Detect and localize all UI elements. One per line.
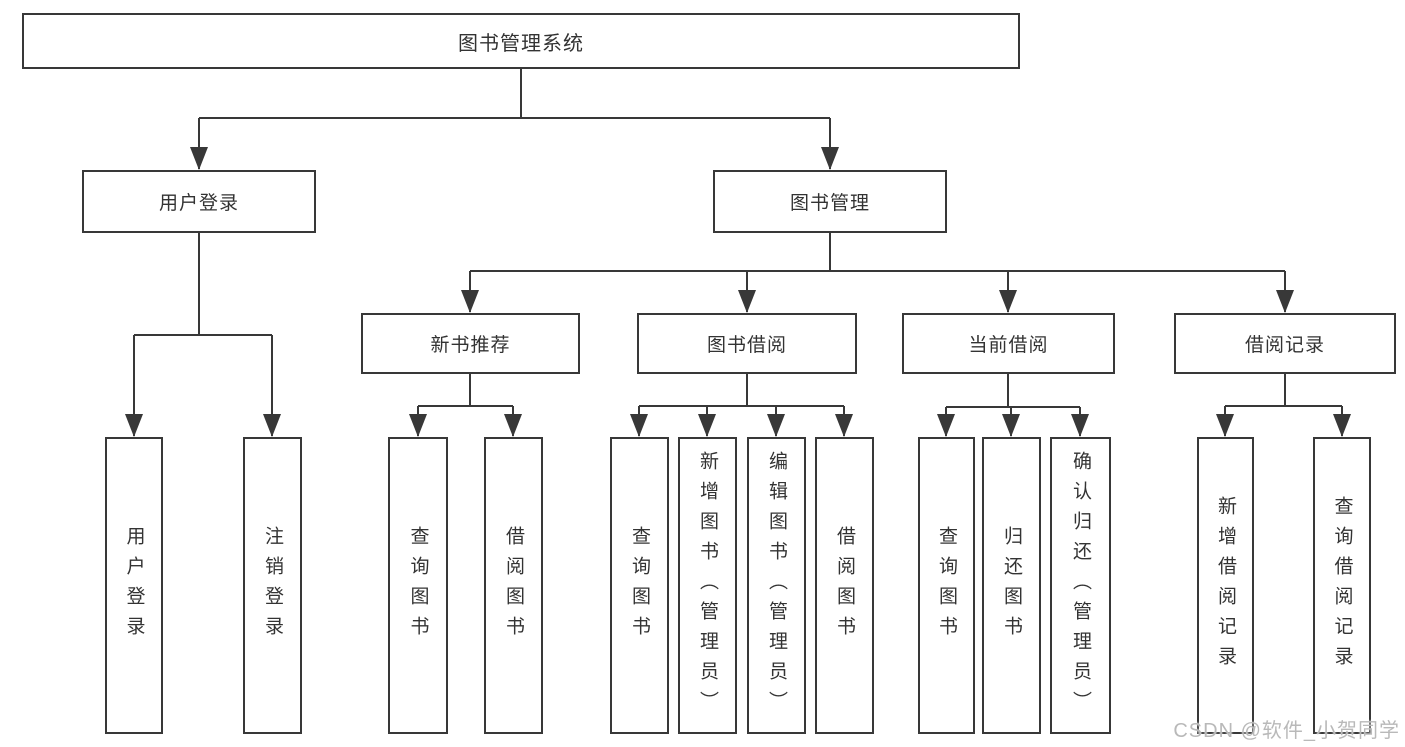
leaf-newrec-borrow-books: 借阅图书 <box>484 437 543 734</box>
leaf-borrow-borrow-books: 借阅图书 <box>815 437 874 734</box>
leaf-user-login-label: 用户登录 <box>123 525 145 646</box>
leaf-borrow-borrow-books-label: 借阅图书 <box>834 525 855 646</box>
node-root-label: 图书管理系统 <box>458 32 584 55</box>
leaf-current-return-books: 归还图书 <box>982 437 1041 734</box>
node-new-book-recommend-label: 新书推荐 <box>430 335 511 356</box>
leaf-current-confirm-return-admin: 确认归还（管理员） <box>1050 437 1111 734</box>
leaf-newrec-borrow-books-label: 借阅图书 <box>503 525 524 646</box>
node-current-borrowing: 当前借阅 <box>902 313 1115 374</box>
node-book-borrowing-label: 图书借阅 <box>706 335 787 356</box>
leaf-current-query-books: 查询图书 <box>918 437 975 734</box>
leaf-borrow-query-books: 查询图书 <box>610 437 669 734</box>
leaf-current-return-books-label: 归还图书 <box>1001 525 1022 646</box>
leaf-current-confirm-return-admin-label: 确认归还（管理员） <box>1070 450 1091 721</box>
leaf-borrow-add-books-admin: 新增图书（管理员） <box>678 437 737 734</box>
leaf-logout: 注销登录 <box>243 437 302 734</box>
node-user-login: 用户登录 <box>82 170 316 233</box>
csdn-watermark: CSDN @软件_小贺同学 <box>1173 720 1400 742</box>
node-book-management-label: 图书管理 <box>789 193 870 214</box>
node-root-system: 图书管理系统 <box>22 13 1020 69</box>
node-book-management: 图书管理 <box>713 170 947 233</box>
leaf-newrec-query-books-label: 查询图书 <box>407 525 429 646</box>
leaf-logout-label: 注销登录 <box>262 525 283 646</box>
node-user-login-label: 用户登录 <box>158 193 239 214</box>
leaf-record-query-record: 查询借阅记录 <box>1313 437 1371 734</box>
node-borrowing-records-label: 借阅记录 <box>1244 335 1325 356</box>
leaf-borrow-add-books-admin-label: 新增图书（管理员） <box>697 450 718 721</box>
leaf-borrow-query-books-label: 查询图书 <box>629 525 650 646</box>
node-borrowing-records: 借阅记录 <box>1174 313 1396 374</box>
leaf-borrow-edit-books-admin: 编辑图书（管理员） <box>747 437 806 734</box>
leaf-borrow-edit-books-admin-label: 编辑图书（管理员） <box>766 450 787 721</box>
leaf-newrec-query-books: 查询图书 <box>388 437 448 734</box>
leaf-user-login: 用户登录 <box>105 437 163 734</box>
node-current-borrowing-label: 当前借阅 <box>968 335 1049 356</box>
leaf-record-add-record-label: 新增借阅记录 <box>1215 495 1236 676</box>
node-new-book-recommend: 新书推荐 <box>361 313 580 374</box>
node-book-borrowing: 图书借阅 <box>637 313 857 374</box>
leaf-current-query-books-label: 查询图书 <box>936 525 957 646</box>
leaf-record-add-record: 新增借阅记录 <box>1197 437 1254 734</box>
leaf-record-query-record-label: 查询借阅记录 <box>1331 495 1353 676</box>
